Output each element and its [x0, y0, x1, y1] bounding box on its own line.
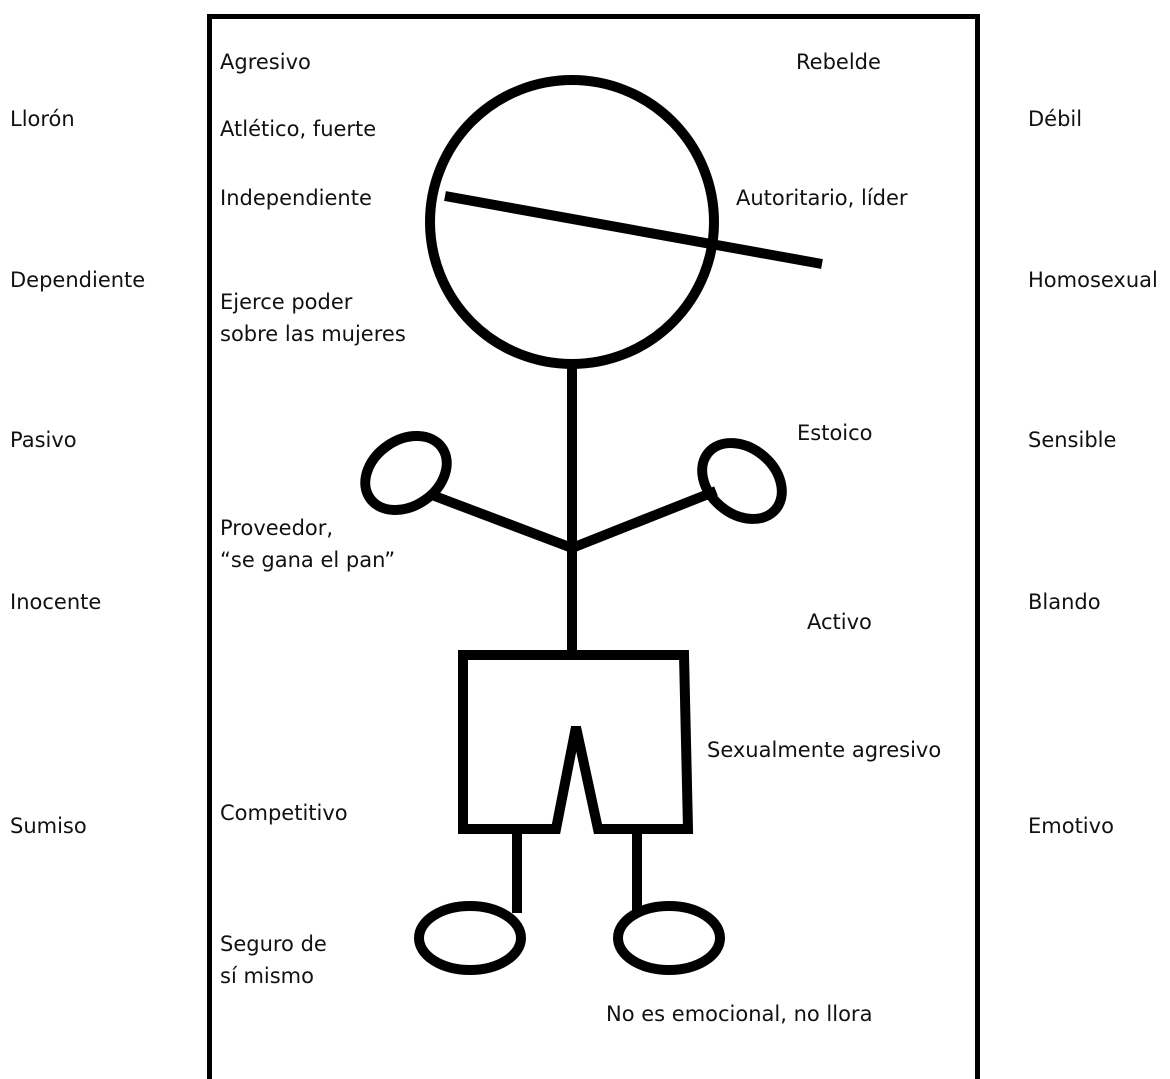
label-seguro-line2: sí mismo	[220, 964, 314, 988]
right-hand	[697, 438, 787, 524]
label-ejerce-line2: sobre las mujeres	[220, 322, 406, 346]
left-arm-line	[430, 490, 574, 553]
gender-box	[207, 14, 980, 1079]
label-estoico: Estoico	[797, 421, 873, 445]
label-competitivo: Competitivo	[220, 801, 348, 825]
label-agresivo: Agresivo	[220, 50, 311, 74]
label-blando: Blando	[1028, 590, 1101, 614]
label-atletico: Atlético, fuerte	[220, 117, 377, 141]
label-sensible: Sensible	[1028, 428, 1117, 452]
label-pasivo: Pasivo	[10, 428, 77, 452]
label-proveedor-line1: Proveedor,	[220, 516, 334, 540]
label-debil: Débil	[1028, 107, 1083, 131]
label-ejerce-line1: Ejerce poder	[220, 290, 353, 314]
cap-brim-line	[444, 191, 823, 269]
right-foot	[613, 901, 725, 975]
label-rebelde: Rebelde	[796, 50, 881, 74]
label-emotivo: Emotivo	[1028, 814, 1114, 838]
label-lloron: Llorón	[10, 107, 75, 131]
left-foot	[414, 901, 526, 975]
label-sexualmente-agresivo: Sexualmente agresivo	[707, 738, 942, 762]
label-activo: Activo	[807, 610, 872, 634]
left-hand	[360, 431, 452, 515]
right-arm-line	[570, 486, 718, 553]
label-sumiso: Sumiso	[10, 814, 87, 838]
label-no-emocional: No es emocional, no llora	[606, 1002, 873, 1026]
stick-figure	[360, 75, 823, 975]
label-independiente: Independiente	[220, 186, 372, 210]
label-inocente: Inocente	[10, 590, 102, 614]
label-dependiente: Dependiente	[10, 268, 146, 292]
label-autoritario: Autoritario, líder	[736, 186, 908, 210]
shorts-shape	[458, 650, 694, 834]
label-proveedor-line2: “se gana el pan”	[220, 548, 396, 572]
label-homosexual: Homosexual	[1028, 268, 1158, 292]
label-seguro-line1: Seguro de	[220, 932, 327, 956]
